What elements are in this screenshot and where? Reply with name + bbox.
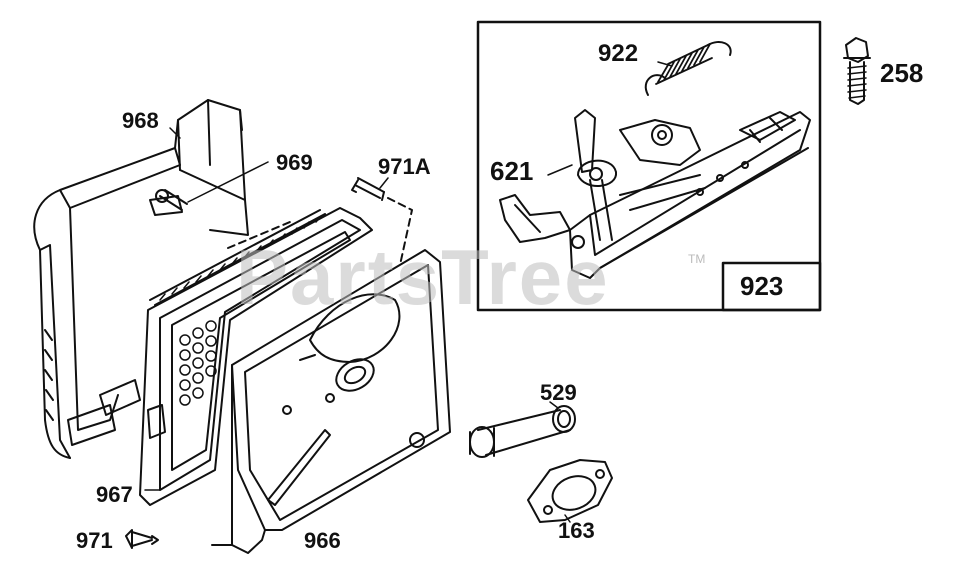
screw-971 <box>125 529 159 549</box>
watermark-trademark: TM <box>688 252 706 266</box>
label-922: 922 <box>598 40 639 67</box>
label-163: 163 <box>558 518 595 543</box>
control-bracket-621 <box>499 109 811 279</box>
breather-tube-529 <box>469 405 576 458</box>
watermark-text: PartsTree <box>236 233 610 321</box>
label-923: 923 <box>740 271 784 301</box>
label-971: 971 <box>76 528 113 553</box>
leader-lines <box>144 61 673 523</box>
label-621: 621 <box>490 156 534 186</box>
label-258: 258 <box>880 58 924 88</box>
bolt-258 <box>843 37 871 105</box>
screw-969 <box>155 189 188 211</box>
label-529: 529 <box>540 380 577 405</box>
label-971A: 971A <box>378 154 431 179</box>
air-cleaner-base-968 <box>33 99 249 459</box>
label-966: 966 <box>304 528 341 553</box>
inset-box <box>476 20 822 312</box>
air-cleaner-cover-966 <box>211 249 451 554</box>
screw-971A <box>227 177 413 266</box>
label-967: 967 <box>96 482 133 507</box>
air-filter-967 <box>139 207 373 506</box>
label-968: 968 <box>122 108 159 133</box>
label-969: 969 <box>276 150 313 175</box>
spring-922 <box>644 41 732 96</box>
gasket-163 <box>527 459 613 523</box>
